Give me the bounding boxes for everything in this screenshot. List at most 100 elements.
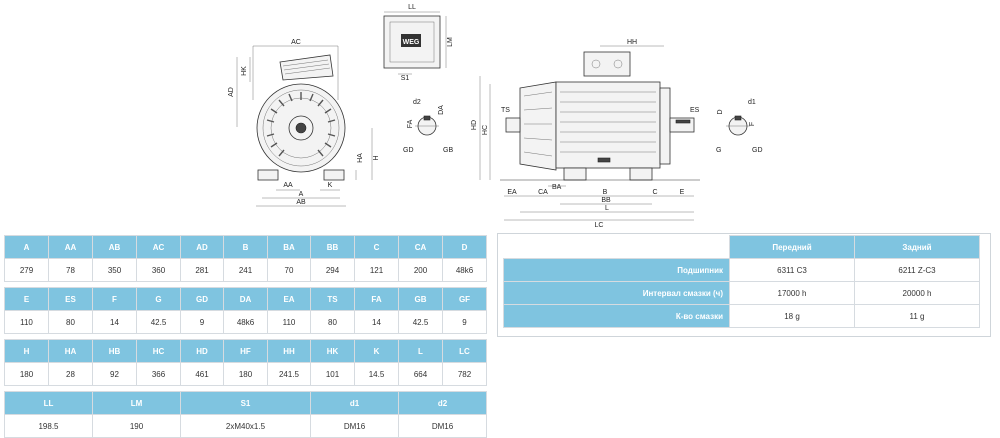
value-cell: 80: [310, 310, 355, 334]
header-cell: L: [398, 339, 443, 363]
value-cell: 14: [354, 310, 399, 334]
front-value: 6311 C3: [729, 258, 855, 282]
dim-label-lm: LM: [447, 37, 454, 47]
value-cell: 294: [310, 258, 355, 282]
value-cell: 782: [442, 362, 487, 386]
value-cell: 48k6: [442, 258, 487, 282]
dim-label-c: C: [652, 189, 657, 196]
value-cell: 121: [354, 258, 399, 282]
dim-label-d: D: [717, 109, 724, 114]
value-cell: 9: [442, 310, 487, 334]
header-cell: G: [136, 287, 181, 311]
header-cell: F: [92, 287, 137, 311]
dim-label-da: DA: [438, 105, 445, 115]
header-cell: AB: [92, 235, 137, 259]
value-cell: 366: [136, 362, 181, 386]
value-cell: 70: [267, 258, 311, 282]
dim-label-d1: d1: [748, 99, 756, 106]
header-cell: CA: [398, 235, 443, 259]
value-cell: 14: [92, 310, 137, 334]
value-cell: 461: [180, 362, 224, 386]
header-cell: LC: [442, 339, 487, 363]
dim-label-ca: CA: [538, 189, 548, 196]
header-cell: AD: [180, 235, 224, 259]
dim-label-gb: GB: [443, 147, 453, 154]
header-cell: HA: [48, 339, 93, 363]
value-cell: 350: [92, 258, 137, 282]
dims-row2-values: 110 80 14 42.5 9 48k6 110 80 14 42.5 9: [4, 310, 487, 334]
header-cell: HB: [92, 339, 137, 363]
dim-label-gd-front: GD: [403, 147, 414, 154]
dim-label-ea: EA: [507, 189, 517, 196]
value-cell: 110: [267, 310, 311, 334]
header-cell: GF: [442, 287, 487, 311]
value-cell: 80: [48, 310, 93, 334]
dim-label-ll: LL: [408, 4, 416, 11]
dim-label-hk: HK: [241, 66, 248, 76]
side-view: HH HD HC ES TS: [471, 39, 700, 229]
dim-label-g: G: [716, 147, 721, 154]
header-cell: HD: [180, 339, 224, 363]
bearings-row: Интервал смазки (ч) 17000 h 20000 h: [503, 281, 980, 305]
dim-label-l: L: [605, 205, 609, 212]
value-cell: 42.5: [136, 310, 181, 334]
value-cell: 101: [310, 362, 355, 386]
dim-label-a: A: [299, 191, 304, 198]
header-cell: D: [442, 235, 487, 259]
motor-dimension-drawing: AC HK AD H HA: [228, 4, 763, 229]
value-cell: 360: [136, 258, 181, 282]
value-cell: 14.5: [354, 362, 399, 386]
dim-label-ts: TS: [501, 107, 510, 114]
bearings-table: Передний Задний Подшипник 6311 C3 6211 Z…: [503, 235, 980, 328]
value-cell: 9: [180, 310, 224, 334]
header-cell: BB: [310, 235, 355, 259]
header-cell: C: [354, 235, 399, 259]
value-cell: 42.5: [398, 310, 443, 334]
header-cell: B: [223, 235, 268, 259]
value-cell: 180: [223, 362, 268, 386]
front-view: AC HK AD H HA: [228, 39, 380, 207]
header-cell: S1: [180, 391, 311, 415]
header-cell: FA: [354, 287, 399, 311]
dim-label-e: E: [680, 189, 685, 196]
header-cell: d1: [310, 391, 399, 415]
bearings-header-row: Передний Задний: [503, 235, 980, 259]
header-cell: EA: [267, 287, 311, 311]
row-label: Подшипник: [503, 258, 730, 282]
dim-label-bb: BB: [601, 197, 611, 204]
value-cell: 48k6: [223, 310, 268, 334]
header-cell: H: [4, 339, 49, 363]
bearings-frame: [497, 233, 991, 337]
dim-label-f: F: [749, 122, 756, 126]
header-cell: HH: [267, 339, 311, 363]
header-cell: E: [4, 287, 49, 311]
rear-shaft-detail: d1 D F G GD: [716, 99, 763, 154]
value-cell: 279: [4, 258, 49, 282]
value-cell: DM16: [398, 414, 487, 438]
value-cell: 241.5: [267, 362, 311, 386]
front-value: 18 g: [729, 304, 855, 328]
dims-row3-headers: H HA HB HC HD HF HH HK K L LC: [4, 339, 487, 363]
value-cell: 28: [48, 362, 93, 386]
value-cell: 110: [4, 310, 49, 334]
dim-label-es: ES: [690, 107, 700, 114]
header-cell: ES: [48, 287, 93, 311]
value-cell: 198.5: [4, 414, 93, 438]
value-cell: 92: [92, 362, 137, 386]
header-cell: AA: [48, 235, 93, 259]
dims-row1-values: 279 78 350 360 281 241 70 294 121 200 48…: [4, 258, 487, 282]
header-cell: LL: [4, 391, 93, 415]
front-value: 17000 h: [729, 281, 855, 305]
dim-label-k: K: [328, 182, 333, 189]
header-cell: HF: [223, 339, 268, 363]
value-cell: DM16: [310, 414, 399, 438]
dim-label-hc: HC: [482, 125, 489, 135]
bearings-row: Подшипник 6311 C3 6211 Z-C3: [503, 258, 980, 282]
dims-row4-values: 198.5 190 2xM40x1.5 DM16 DM16: [4, 414, 487, 438]
dim-label-d2: d2: [413, 99, 421, 106]
dim-label-ha: HA: [357, 153, 364, 163]
value-cell: 190: [92, 414, 181, 438]
header-cell: GD: [180, 287, 224, 311]
terminal-box-view: LL WEG LM S1: [383, 4, 454, 82]
front-bearing-header: Передний: [729, 235, 855, 259]
